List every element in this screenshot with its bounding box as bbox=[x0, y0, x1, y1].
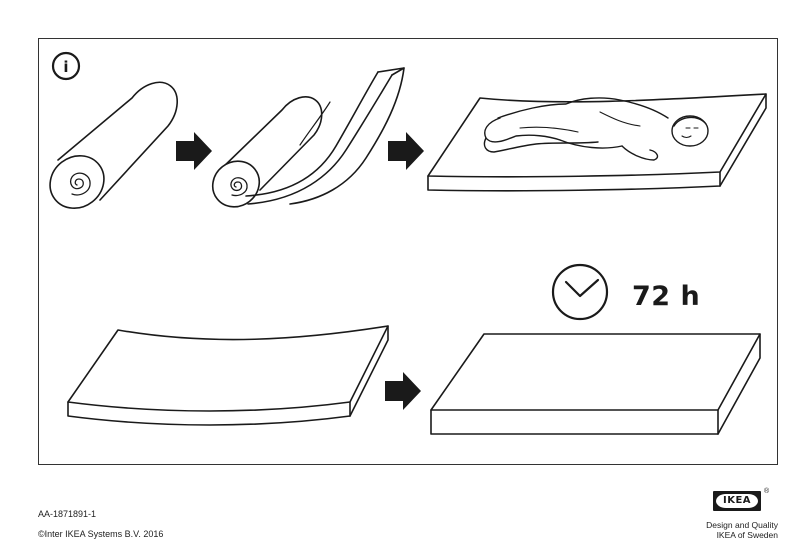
tagline-line-2: IKEA of Sweden bbox=[716, 530, 778, 540]
logo-oval: IKEA bbox=[716, 494, 758, 508]
logo-wordmark: IKEA bbox=[722, 495, 752, 506]
duration-label: 72 h bbox=[632, 281, 701, 312]
arrow-right-icon bbox=[176, 132, 212, 170]
document-id: AA-1871891-1 bbox=[38, 509, 97, 519]
clock-icon bbox=[551, 263, 609, 321]
ikea-logo: IKEA bbox=[713, 491, 761, 511]
rolled-mattress-icon bbox=[49, 81, 178, 209]
arrow-right-icon bbox=[385, 372, 421, 410]
flat-mattress-icon bbox=[430, 333, 761, 435]
arrow-right-icon bbox=[388, 132, 424, 170]
tagline: Design and Quality IKEA of Sweden bbox=[658, 520, 778, 540]
mattress-with-sleeper-icon bbox=[427, 93, 767, 192]
unrolling-mattress-icon bbox=[211, 67, 405, 208]
curved-mattress-icon bbox=[67, 325, 389, 426]
svg-text:i: i bbox=[63, 58, 68, 76]
registered-mark: ® bbox=[764, 488, 770, 495]
copyright-text: ©Inter IKEA Systems B.V. 2016 bbox=[38, 529, 164, 539]
tagline-line-1: Design and Quality bbox=[706, 520, 778, 530]
info-icon: i bbox=[51, 51, 81, 81]
instruction-frame bbox=[38, 38, 778, 465]
